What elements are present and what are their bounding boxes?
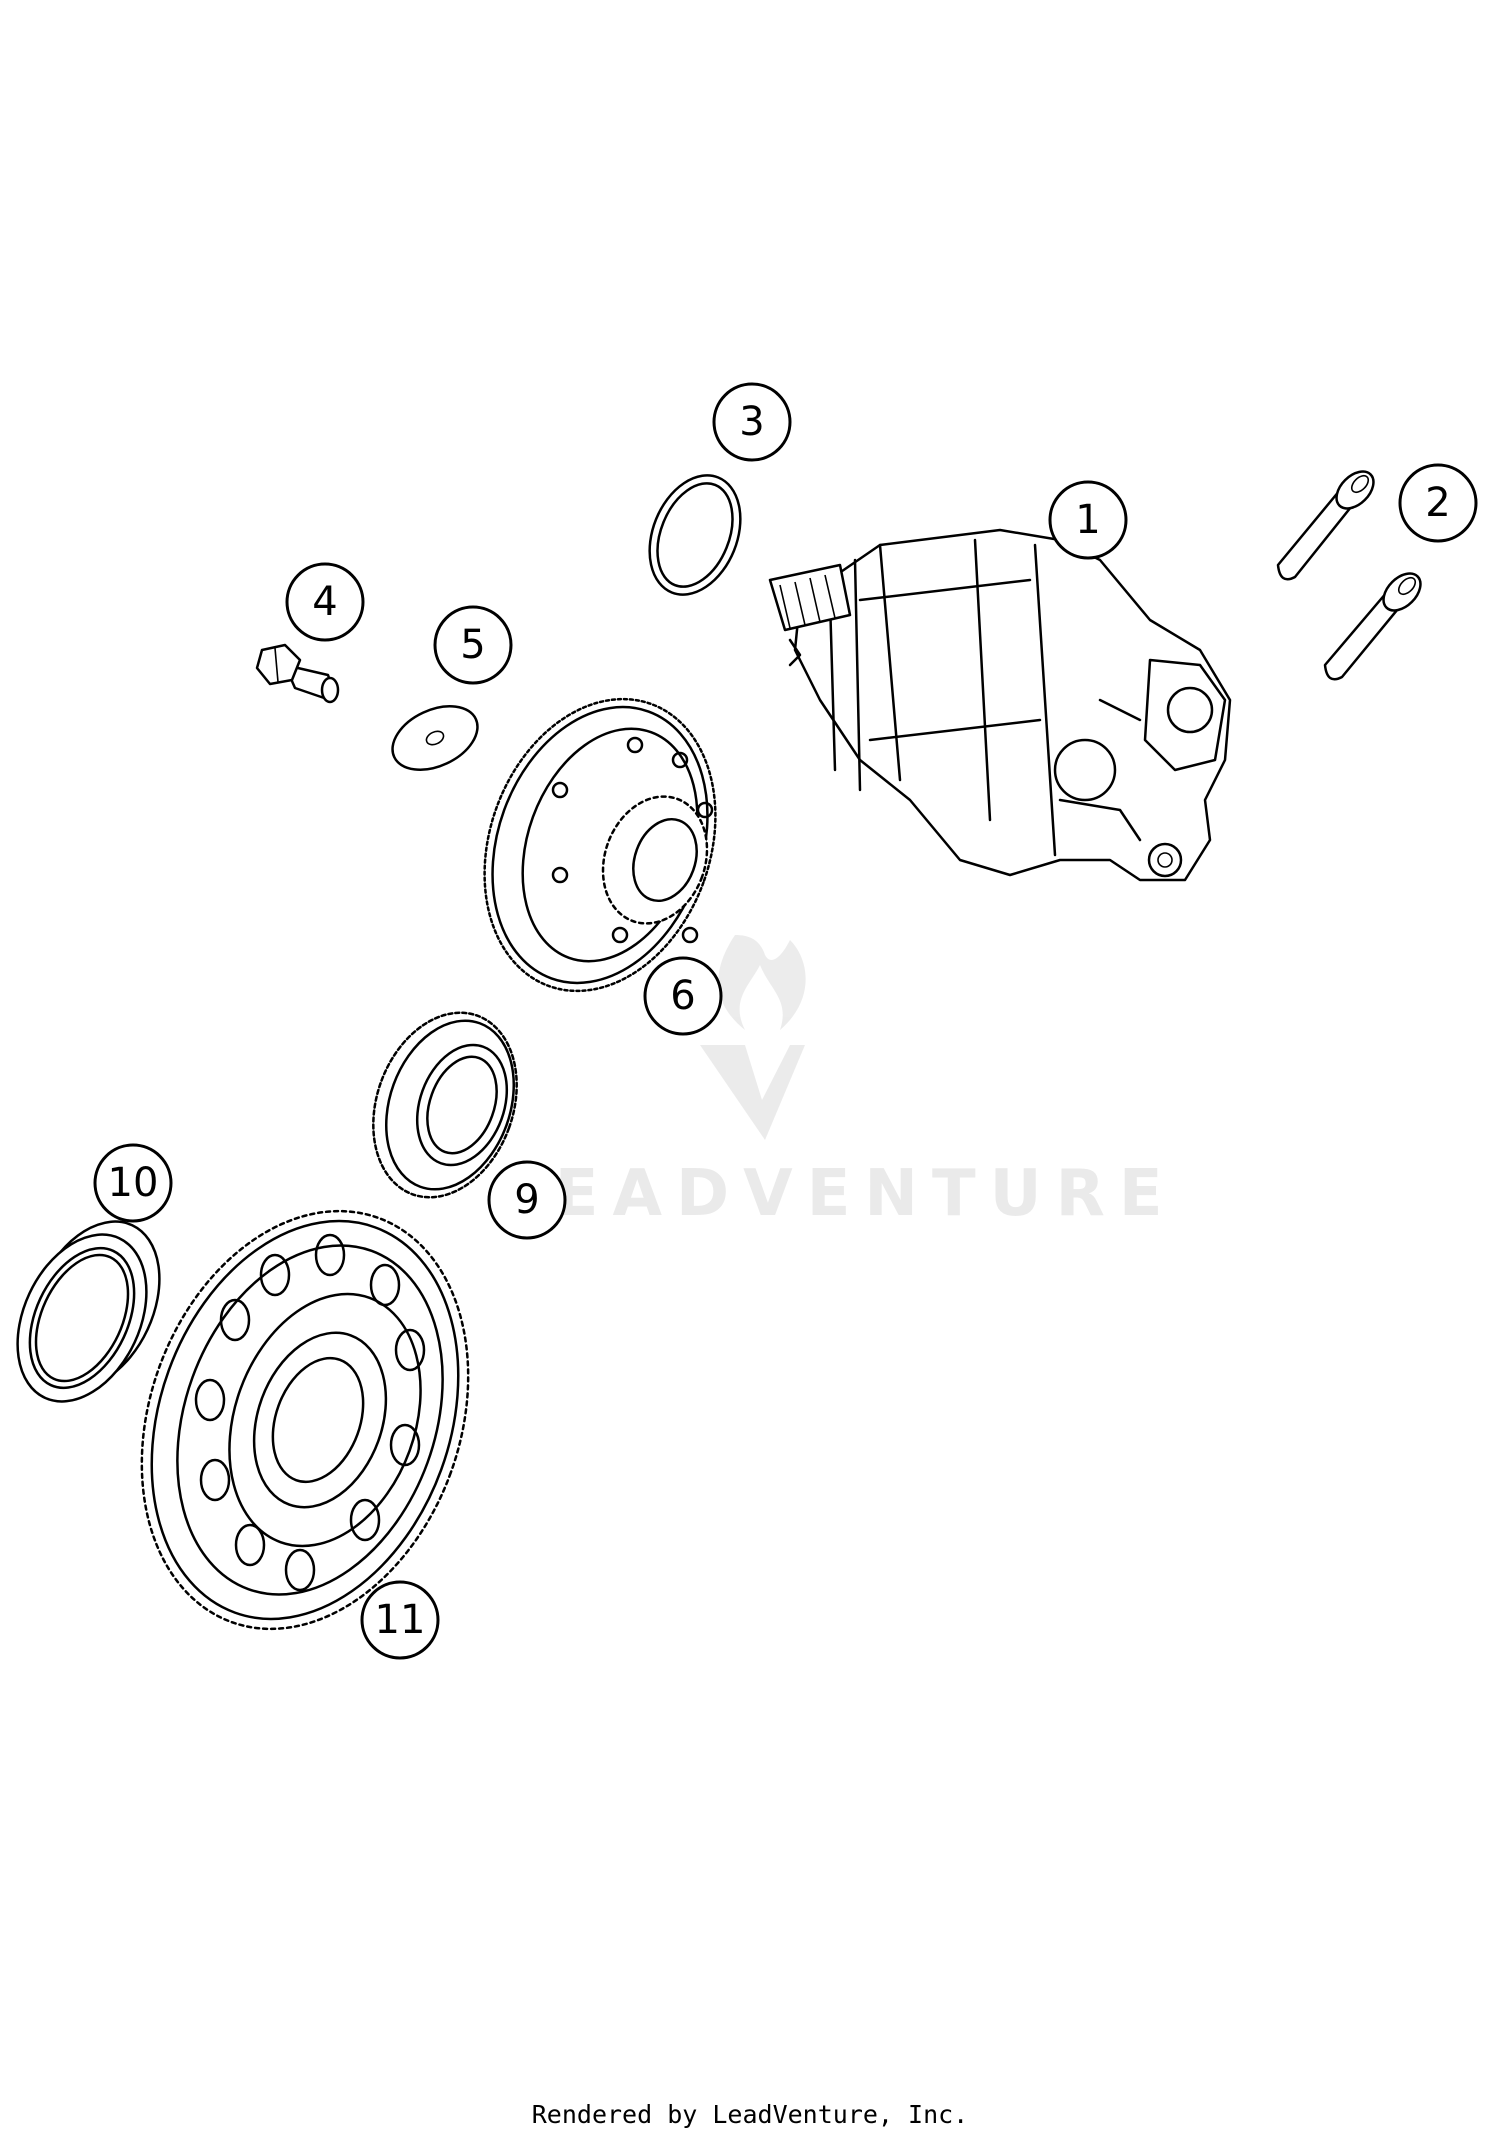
- o-ring: [648, 474, 742, 596]
- callout-label: 10: [108, 1160, 159, 1206]
- callout-label: 1: [1075, 497, 1100, 543]
- watermark-logo: LEADVENTURE: [500, 935, 1177, 1231]
- callout-5: 5: [433, 605, 513, 685]
- callout-4: 4: [285, 562, 365, 642]
- bolt-upper: [1276, 470, 1375, 581]
- callout-label: 9: [514, 1177, 539, 1223]
- footer-credit: Rendered by LeadVenture, Inc.: [531, 2100, 969, 2129]
- ring-gear-freewheel: [140, 1209, 470, 1631]
- washer: [391, 705, 479, 771]
- starter-motor: [768, 528, 1232, 882]
- callout-3: 3: [712, 382, 792, 462]
- callout-label: 11: [375, 1597, 426, 1643]
- bolt-lower: [1323, 572, 1422, 681]
- callout-label: 3: [739, 399, 764, 445]
- callout-1: 1: [1048, 480, 1128, 560]
- small-gear: [372, 1011, 518, 1199]
- callout-label: 6: [670, 973, 695, 1019]
- callout-label: 5: [460, 622, 485, 668]
- callout-2: 2: [1398, 463, 1478, 543]
- bearing-ring: [16, 1220, 161, 1403]
- callout-6: 6: [643, 956, 723, 1036]
- callout-label: 2: [1425, 480, 1450, 526]
- callout-11: 11: [360, 1580, 440, 1660]
- watermark-text: LEADVENTURE: [500, 1157, 1177, 1231]
- callout-label: 4: [312, 579, 337, 625]
- callout-10: 10: [93, 1143, 173, 1223]
- callout-9: 9: [487, 1160, 567, 1240]
- idler-gear-large: [483, 697, 717, 993]
- small-bolt: [255, 643, 340, 704]
